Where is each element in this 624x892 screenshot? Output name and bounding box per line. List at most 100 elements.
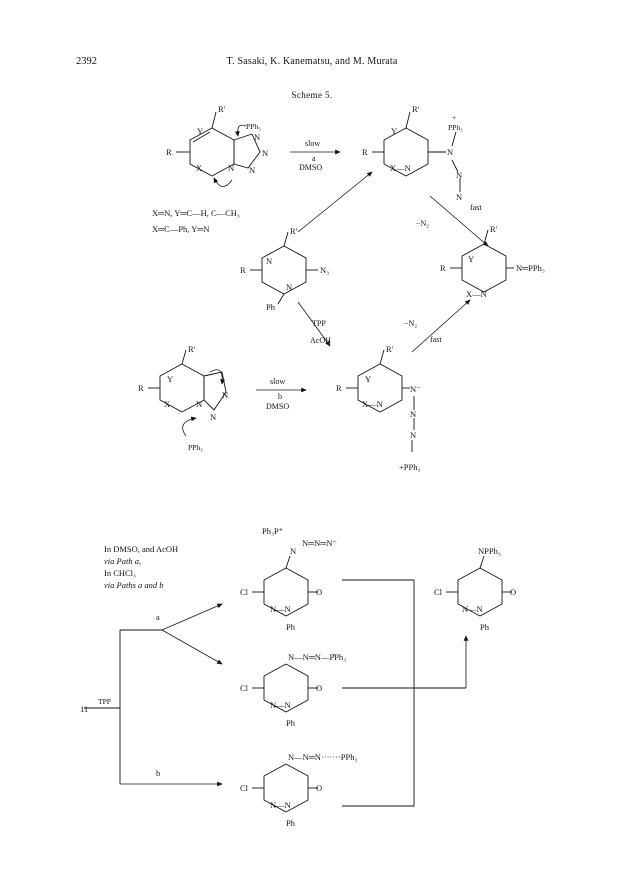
svg-text:via Path a,: via Path a, [104,556,141,566]
svg-text:N: N [456,170,462,180]
solvent-notes: In DMSO, and AcOH via Path a, In CHCl₃ v… [104,544,178,590]
tetrazole-top-left: R′ R Y X N N N N PPh₃ [166,104,268,187]
svg-text:N—N═N—P̊Ph₃: N—N═N—P̊Ph₃ [288,652,346,662]
svg-text:X: X [196,163,202,173]
svg-text:Ph: Ph [286,818,296,828]
svg-text:R: R [240,265,246,275]
svg-text:N: N [456,192,462,202]
page-number: 2392 [76,56,97,67]
running-head: T. Sasaki, K. Kanematsu, and M. Murata [226,56,398,67]
svg-text:X—N: X—N [362,399,383,409]
svg-text:DMSO: DMSO [266,402,289,411]
svg-text:−N₂: −N₂ [404,319,417,328]
svg-text:N—N: N—N [270,604,291,614]
svg-text:N: N [262,148,268,158]
final-product: Cl O N—N Ph NPPh₃ [434,546,516,632]
svg-text:via Paths a and b: via Paths a and b [104,580,164,590]
svg-text:N: N [249,165,255,175]
svg-text:b: b [278,392,282,401]
svg-text:N⁻: N⁻ [410,384,421,394]
svg-text:N: N [254,132,260,142]
svg-text:Cl: Cl [240,683,249,693]
svg-text:N: N [228,163,234,173]
svg-text:O: O [316,783,322,793]
svg-text:N: N [447,147,453,157]
page-header: 2392 T. Sasaki, K. Kanematsu, and M. Mur… [0,56,624,72]
svg-text:slow: slow [270,377,285,386]
svg-text:R′: R′ [386,344,394,354]
svg-text:−N₂: −N₂ [416,219,429,228]
svg-text:fast: fast [430,335,442,344]
svg-text:R: R [440,263,446,273]
svg-text:Ph: Ph [266,302,276,312]
svg-text:Y: Y [197,126,203,136]
svg-text:slow: slow [305,139,320,148]
pyridazinone-2: Cl O N—N Ph N—N═N—P̊Ph₃ [240,652,346,728]
legend-line-2: X═C—Ph, Y═N [152,224,210,234]
svg-text:N: N [196,399,202,409]
tpp-acoh-label: TPP AcOH [310,319,331,345]
svg-text:N: N [222,390,228,400]
svg-text:N: N [210,412,216,422]
svg-text:R′: R′ [412,104,420,114]
svg-text:N: N [286,282,292,292]
svg-text:b: b [156,768,160,778]
svg-text:X: X [164,399,170,409]
svg-text:a: a [156,612,160,622]
svg-text:N: N [410,430,416,440]
svg-text:+PPh₃: +PPh₃ [399,462,420,472]
svg-text:N: N [290,546,296,556]
svg-text:O: O [510,587,516,597]
svg-text:Y: Y [167,374,173,384]
svg-text:a: a [312,154,316,163]
svg-text:X—N: X—N [390,163,411,173]
svg-text:Ph: Ph [286,718,296,728]
svg-text:PPh₃: PPh₃ [448,123,463,132]
svg-text:AcOH: AcOH [310,336,331,345]
svg-text:Y: Y [391,126,397,136]
svg-text:N═PPh₃: N═PPh₃ [516,263,545,273]
svg-text:Cl: Cl [240,783,249,793]
svg-text:fast: fast [470,203,482,212]
pyridazinone-3: Cl O N—N Ph N—N═N·······PPh₃ [240,752,357,828]
azido-heterocycle: R′ R N N N₃ Ph [240,226,329,312]
svg-text:NPPh₃: NPPh₃ [478,546,501,556]
svg-text:X—N: X—N [466,289,487,299]
svg-text:Ph: Ph [480,622,490,632]
svg-text:In CHCl₃: In CHCl₃ [104,568,136,578]
scheme-label: Scheme 5. [291,90,333,100]
pph3-label-1: PPh₃ [246,122,261,131]
svg-text:+: + [452,113,456,122]
svg-text:O: O [316,587,322,597]
svg-text:In DMSO, and AcOH: In DMSO, and AcOH [104,544,178,554]
legend-line-1: X═N, Y═C—H, C—CH₃ [152,208,240,218]
iminophosphorane-product: R′ R Y X—N N═PPh₃ [440,224,545,299]
step-b-arrow: slow b DMSO [256,377,307,411]
svg-text:N: N [266,256,272,266]
svg-text:TPP: TPP [312,319,326,328]
step-a-arrow: slow a DMSO [290,139,341,172]
svg-text:N₃: N₃ [320,265,329,275]
svg-text:R′: R′ [290,226,298,236]
svg-text:N: N [410,409,416,419]
svg-text:Ph: Ph [286,622,296,632]
compound-11: 11 [80,704,88,714]
svg-text:R: R [138,383,144,393]
svg-text:Cl: Cl [240,587,249,597]
svg-text:Cl: Cl [434,587,443,597]
svg-text:Y: Y [468,254,474,264]
svg-text:Ph₃P⁺: Ph₃P⁺ [262,526,283,536]
svg-text:N—N: N—N [270,800,291,810]
svg-text:N—N═N·······PPh₃: N—N═N·······PPh₃ [288,752,357,762]
pyridazinone-1: Cl O N—N Ph Ph₃P⁺ N N═N═N⁻ [240,526,337,632]
svg-text:TPP: TPP [98,697,111,706]
svg-text:R′: R′ [188,344,196,354]
svg-text:DMSO: DMSO [299,163,322,172]
svg-text:R′: R′ [218,104,226,114]
svg-text:PPh₃: PPh₃ [188,443,203,452]
svg-text:O: O [316,683,322,693]
svg-text:N═N═N⁻: N═N═N⁻ [302,538,337,548]
phosphazide-intermediate-b: R′ R Y X—N N⁻ N N +PPh₃ [336,344,421,472]
svg-text:R: R [336,383,342,393]
